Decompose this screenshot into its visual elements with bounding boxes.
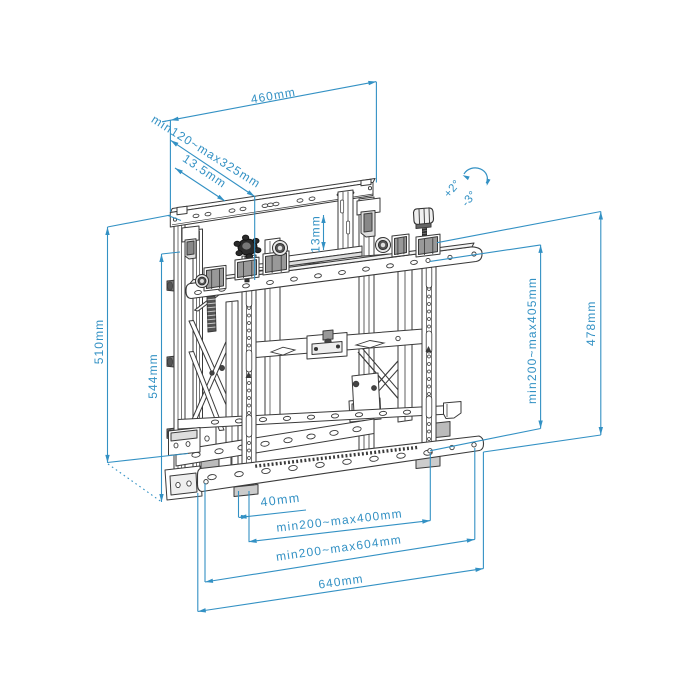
svg-text:640mm: 640mm bbox=[317, 571, 364, 591]
svg-text:min200~max405mm: min200~max405mm bbox=[525, 277, 539, 404]
svg-text:510mm: 510mm bbox=[92, 319, 106, 365]
svg-text:544mm: 544mm bbox=[146, 353, 160, 399]
svg-text:478mm: 478mm bbox=[584, 301, 598, 347]
svg-text:40mm: 40mm bbox=[260, 491, 302, 510]
svg-text:13mm: 13mm bbox=[309, 215, 323, 253]
